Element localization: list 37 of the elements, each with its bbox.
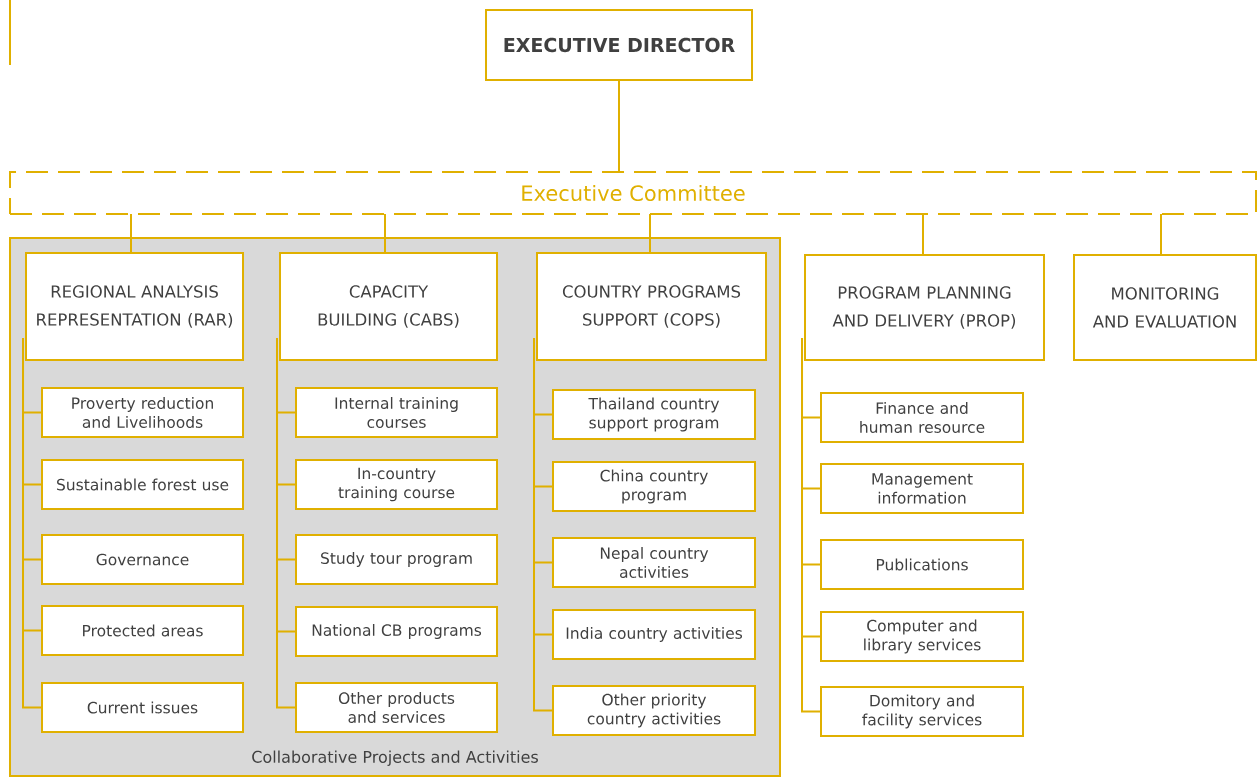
unit-box: Finance and human resource xyxy=(820,392,1024,443)
unit-box: Thailand country support program xyxy=(552,389,756,440)
unit-box: Other priority country activities xyxy=(552,685,756,736)
connector-line xyxy=(649,213,651,254)
unit-box: National CB programs xyxy=(295,606,498,657)
connector-line xyxy=(276,337,296,709)
unit-box: Sustainable forest use xyxy=(41,459,244,510)
unit-box: Internal training courses xyxy=(295,387,498,438)
connector-line xyxy=(22,337,42,709)
connector-line xyxy=(1160,213,1162,256)
unit-box: Current issues xyxy=(41,682,244,733)
department-box: MONITORING AND EVALUATION xyxy=(1073,254,1257,361)
unit-box: India country activities xyxy=(552,609,756,660)
unit-box: In-country training course xyxy=(295,459,498,510)
unit-box: Governance xyxy=(41,534,244,585)
committee-band: Executive Committee xyxy=(9,171,1257,215)
department-box: COUNTRY PROGRAMS SUPPORT (COPS) xyxy=(536,252,767,361)
connector-line xyxy=(533,337,553,712)
unit-box: Management information xyxy=(820,463,1024,514)
unit-box: Proverty reduction and Livelihoods xyxy=(41,387,244,438)
connector-line xyxy=(801,337,821,713)
unit-box: China country program xyxy=(552,461,756,512)
director-box: EXECUTIVE DIRECTOR xyxy=(485,9,753,81)
connector-line xyxy=(130,213,132,254)
unit-box: Nepal country activities xyxy=(552,537,756,588)
connector-line xyxy=(384,213,386,254)
department-box: PROGRAM PLANNING AND DELIVERY (PROP) xyxy=(804,254,1045,361)
unit-box: Domitory and facility services xyxy=(820,686,1024,737)
unit-box: Publications xyxy=(820,539,1024,590)
department-box: REGIONAL ANALYSIS REPRESENTATION (RAR) xyxy=(25,252,244,361)
connector-line xyxy=(618,80,620,172)
unit-box: Protected areas xyxy=(41,605,244,656)
department-box: CAPACITY BUILDING (CABS) xyxy=(279,252,498,361)
unit-box: Other products and services xyxy=(295,682,498,733)
connector-line xyxy=(922,213,924,256)
unit-box: Computer and library services xyxy=(820,611,1024,662)
unit-box: Study tour program xyxy=(295,534,498,585)
